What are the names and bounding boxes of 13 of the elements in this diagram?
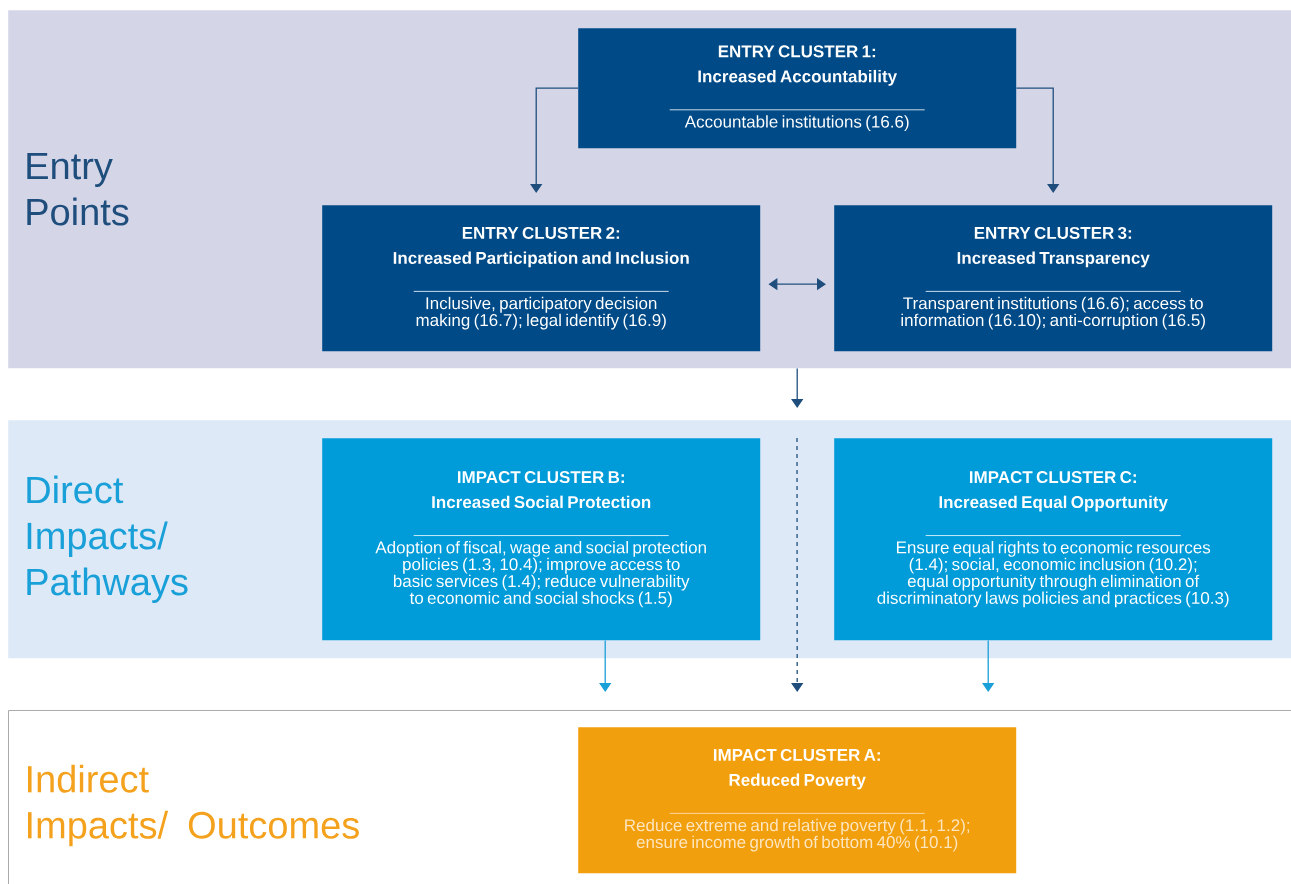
arrow xyxy=(1015,87,1060,193)
cluster-box: ENTRY CLUSTER 2: Increased Participation and Inclusion Inclusive, participatory decision making (16.7); legal identify (16.9) xyxy=(322,205,761,352)
arrow xyxy=(599,639,612,692)
arrow xyxy=(982,639,995,692)
cluster-box: IMPACT CLUSTER A: Reduced Poverty Reduce extreme and relative poverty (1.1, 1.2); ensure income growth of bottom 40% (10.1) xyxy=(578,727,1017,874)
arrow xyxy=(791,367,804,408)
arrow xyxy=(768,278,826,291)
cluster-box: IMPACT CLUSTER C: Increased Equal Opportunity Ensure equal rights to economic resources (1.4); social, economic inclusion (10.2); equal opportunity through elimination of discriminatory laws policies and practices (10.3) xyxy=(834,438,1273,641)
arrow xyxy=(530,87,579,193)
arrow xyxy=(791,437,804,692)
cluster-box: IMPACT CLUSTER B: Increased Social Protection Adoption of fiscal, wage and social protection policies (1.3, 10.4); improve access to basic services (1.4); reduce vulnerability to economic and social shocks (1.5) xyxy=(322,438,761,641)
cluster-box: ENTRY CLUSTER 3: Increased Transparency Transparent institutions (16.6); access to information (16.10); anti-corruption (16.5) xyxy=(834,205,1273,352)
cluster-box: ENTRY CLUSTER 1: Increased Accountability Accountable institutions (16.6) xyxy=(578,28,1017,149)
